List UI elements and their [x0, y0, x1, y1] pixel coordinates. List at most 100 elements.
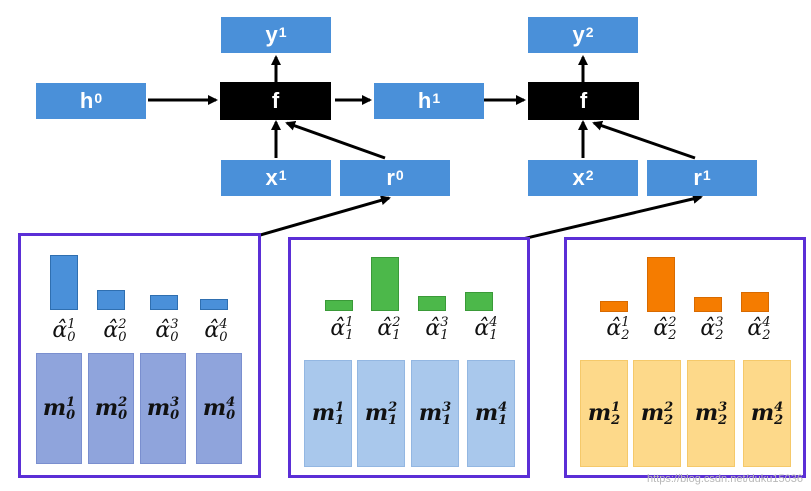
arrow-r0-to-f1	[285, 120, 386, 160]
alpha-superscript: 1	[621, 315, 630, 330]
alpha-base: α̂	[747, 316, 763, 341]
memory-superscript: 2	[118, 395, 128, 410]
memory-base: m	[311, 400, 336, 426]
attention-bar	[741, 292, 769, 312]
memory-subscript: 2	[664, 413, 674, 428]
x1-label: x	[265, 165, 278, 190]
alpha-subscript: 0	[170, 330, 179, 345]
memory-base: m	[146, 395, 171, 421]
alpha-superscript: 2	[118, 317, 127, 332]
alpha-base: α̂	[474, 316, 490, 341]
attention-bar	[600, 301, 628, 312]
memory-superscript: 2	[664, 400, 674, 415]
memory-base: m	[364, 400, 389, 426]
attention-bar	[200, 299, 228, 310]
alpha-superscript: 2	[392, 315, 401, 330]
memory-base: m	[694, 400, 719, 426]
alpha-base: α̂	[155, 318, 171, 343]
attention-bar	[465, 292, 493, 311]
alpha-subscript: 0	[219, 330, 228, 345]
attention-bar	[418, 296, 446, 311]
arrow-r1-to-f2	[592, 120, 696, 160]
alpha-subscript: 1	[392, 328, 401, 343]
alpha-superscript: 2	[668, 315, 677, 330]
memory-superscript: 1	[335, 400, 345, 415]
memory-superscript: 3	[442, 400, 452, 415]
memory-subscript: 1	[388, 413, 398, 428]
memory-subscript: 1	[498, 413, 508, 428]
r0-label: r	[386, 165, 395, 190]
memory-subscript: 1	[442, 413, 452, 428]
memory-superscript: 4	[498, 400, 508, 415]
attention-bar	[97, 290, 125, 310]
alpha-base: α̂	[653, 316, 669, 341]
alpha-subscript: 1	[440, 328, 449, 343]
h0-label: h	[79, 88, 94, 113]
alpha-subscript: 1	[345, 328, 354, 343]
alpha-base: α̂	[52, 318, 68, 343]
y1-sup: 1	[278, 24, 287, 40]
alpha-superscript: 4	[219, 317, 228, 332]
memory-superscript: 1	[66, 395, 76, 410]
memory-subscript: 0	[226, 408, 236, 423]
f2-label: f	[579, 88, 588, 113]
memory-subscript: 2	[611, 413, 621, 428]
alpha-base: α̂	[330, 316, 346, 341]
alpha-subscript: 2	[715, 328, 724, 343]
r0-sup: 0	[395, 167, 404, 183]
r1-label: r	[693, 165, 702, 190]
attention-bar	[325, 300, 353, 311]
memory-superscript: 3	[170, 395, 180, 410]
attention-bar	[50, 255, 78, 310]
memory-base: m	[750, 400, 775, 426]
alpha-subscript: 2	[668, 328, 677, 343]
alpha-subscript: 0	[67, 330, 76, 345]
x1-sup: 1	[278, 167, 287, 183]
alpha-base: α̂	[204, 318, 220, 343]
memory-base: m	[587, 400, 612, 426]
x2-sup: 2	[585, 167, 594, 183]
memory-superscript: 1	[611, 400, 621, 415]
f1-label: f	[271, 88, 280, 113]
alpha-subscript: 2	[621, 328, 630, 343]
